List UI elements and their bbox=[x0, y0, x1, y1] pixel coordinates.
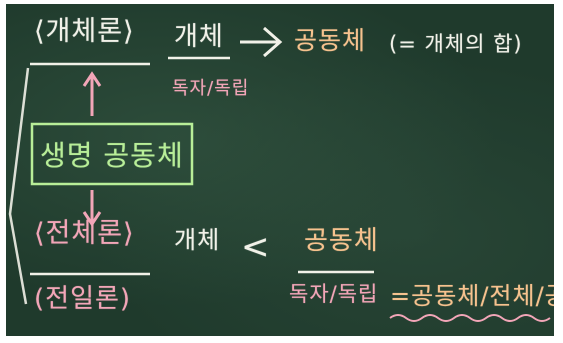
result-wavy-underline bbox=[389, 314, 551, 322]
chalkboard: ⟨개체론⟩ 개체 독자/독립 공동체 (= 개체의 합) 생명 공동체 ⟨전체론… bbox=[6, 4, 554, 336]
dokrip-label-top: 독자/독립 bbox=[172, 78, 250, 99]
arrow-down bbox=[82, 190, 102, 227]
gaechi-label-top: 개체 bbox=[174, 22, 224, 52]
jeonchiron-label: ⟨전체론⟩ bbox=[34, 218, 135, 249]
gongdongche-label-top: 공동체 bbox=[294, 26, 367, 55]
dokrip-label-bottom: 독자/독립 bbox=[289, 282, 379, 306]
left-bracket-line bbox=[8, 67, 30, 305]
white-arrow bbox=[240, 26, 283, 58]
equals-note: (= 개체의 합) bbox=[389, 32, 523, 56]
gaechiron-label: ⟨개체론⟩ bbox=[34, 16, 135, 47]
saengmyeong-gongdongche-label: 생명 공동체 bbox=[40, 139, 184, 172]
gongdongche-label-bottom: 공동체 bbox=[304, 226, 379, 256]
gaechi-label-bottom: 개체 bbox=[174, 226, 221, 254]
arrow-up bbox=[82, 71, 102, 116]
result-label: =공동체/전체/공 bbox=[390, 282, 554, 310]
saengmyeong-box bbox=[30, 122, 194, 186]
chalk-lines bbox=[8, 26, 551, 322]
less-than-symbol: < bbox=[241, 227, 271, 267]
jeonilron-label: (전일론) bbox=[34, 284, 132, 314]
